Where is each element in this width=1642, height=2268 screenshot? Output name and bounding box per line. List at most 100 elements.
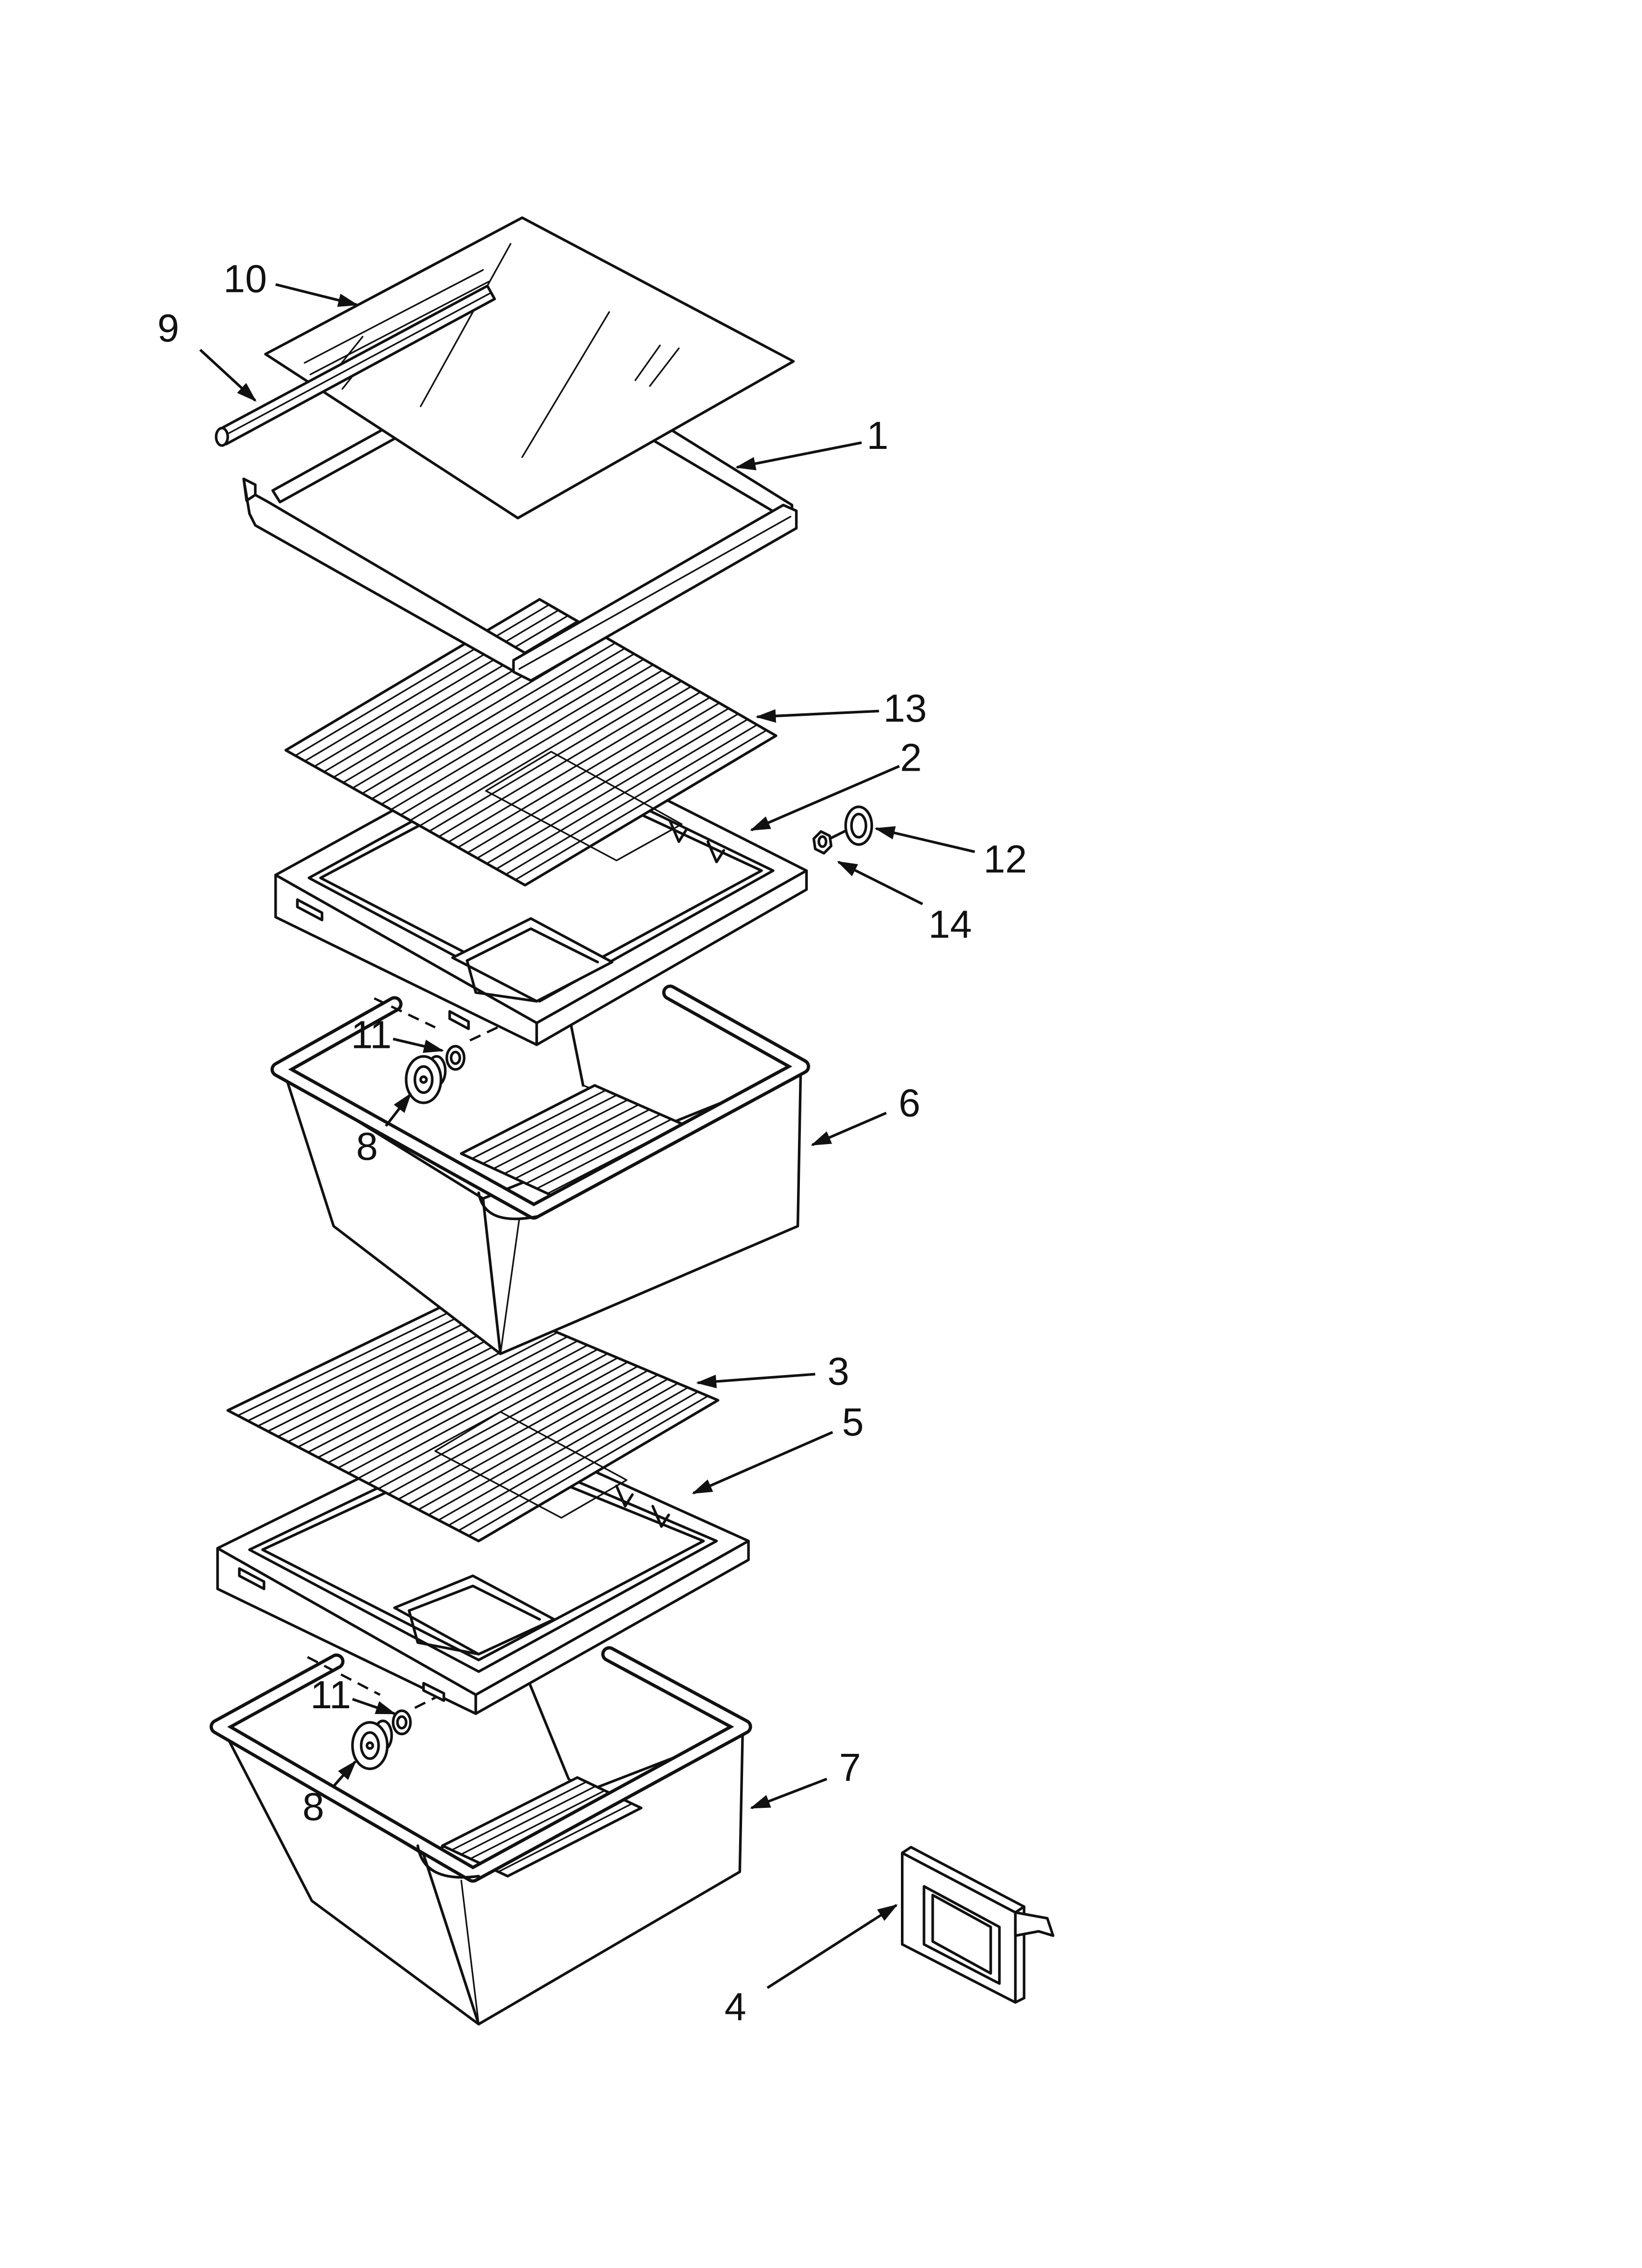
- callout-leaders: [199, 283, 975, 1989]
- drawer-6-ribbed-floor: [460, 1084, 695, 1200]
- callout-12: 12: [983, 837, 1027, 881]
- callout-4: 4: [724, 1985, 746, 2029]
- lattice-strip: [313, 615, 569, 767]
- leader-8-lower: [333, 1760, 357, 1787]
- leader-11-upper: [392, 1038, 444, 1053]
- lattice-strip: [495, 718, 749, 870]
- floor-rib: [492, 1099, 629, 1170]
- part-11-nut-upper: [445, 1044, 466, 1071]
- part-3-lower-shelf-insert: [226, 1293, 719, 1542]
- lattice-strip: [397, 1365, 639, 1500]
- leader-7: [749, 1777, 827, 1809]
- lattice-strip: [367, 1353, 609, 1485]
- lattice-strip: [505, 724, 758, 875]
- leader-11-lower: [352, 1697, 396, 1715]
- lattice-strip: [447, 1386, 689, 1526]
- floor-rib: [451, 1781, 588, 1851]
- cover-5-side-face: [474, 1539, 750, 1715]
- lattice-strip: [327, 1336, 568, 1464]
- callout-9: 9: [157, 306, 179, 350]
- callout-8-lower: 8: [303, 1785, 324, 1828]
- lattice-strip: [294, 604, 550, 756]
- lattice-strip: [371, 648, 626, 800]
- callout-3: 3: [827, 1350, 849, 1393]
- lattice-strip: [437, 1382, 679, 1521]
- lattice-strip: [467, 1395, 709, 1537]
- part-6-upper-crisper-drawer: [270, 931, 810, 1356]
- lattice-strip: [257, 1306, 498, 1427]
- floor-rib: [469, 1790, 606, 1860]
- lattice-strip: [387, 1361, 629, 1495]
- leader-13: [755, 709, 879, 723]
- floor-rib: [503, 1104, 640, 1174]
- leader-6: [811, 1112, 887, 1147]
- part-4-bracket: [900, 1846, 1054, 2004]
- drawer-7-front-panel: [422, 1729, 744, 2026]
- floor-rib: [514, 1109, 650, 1179]
- floor-rib: [497, 1802, 633, 1873]
- callout-10: 10: [223, 257, 267, 300]
- leader-12: [874, 826, 975, 853]
- lattice-strip: [409, 669, 664, 821]
- floor-rib: [536, 1118, 672, 1190]
- callout-labels: 10 9 1 13 2 12 14 11 8 6 3 5 11 8 7 4: [157, 257, 1027, 2028]
- cover-5-pocket: [393, 1574, 556, 1656]
- lattice-strip: [247, 1302, 488, 1422]
- lattice-strip: [267, 1310, 508, 1433]
- lattice-strip: [304, 609, 560, 762]
- lattice-strip: [323, 620, 578, 773]
- leader-1: [735, 441, 862, 470]
- cover-2-pocket: [451, 917, 614, 1003]
- lattice-strip: [419, 675, 673, 827]
- part-11-nut-lower: [391, 1709, 412, 1736]
- drawer-7-handle: [416, 1844, 480, 1879]
- lattice-strip: [237, 1298, 478, 1417]
- lattice-strip: [438, 685, 692, 837]
- callout-11-upper: 11: [351, 1013, 392, 1056]
- floor-rib: [460, 1785, 596, 1855]
- lattice-strip: [381, 653, 635, 805]
- lattice-strip: [458, 1391, 699, 1532]
- lattice-strip: [457, 697, 711, 848]
- lattice-strip: [317, 1331, 559, 1459]
- cover-2-side-face: [535, 869, 808, 1046]
- callout-1: 1: [867, 414, 888, 457]
- floor-rib: [482, 1094, 617, 1165]
- callout-8-upper: 8: [356, 1124, 378, 1168]
- callout-11-lower: 11: [310, 1673, 351, 1717]
- frame-1-left-bracket: [242, 477, 527, 679]
- part-9-trim-strip: [215, 285, 496, 447]
- lattice-strip: [361, 642, 616, 794]
- callout-5: 5: [842, 1400, 864, 1444]
- lattice-strip: [377, 1357, 618, 1490]
- lattice-strip: [428, 680, 683, 832]
- drawer-6-handle: [477, 1191, 541, 1221]
- lattice-strip: [400, 664, 654, 816]
- leader-5: [692, 1431, 833, 1494]
- part-8-roller-lower: [351, 1720, 393, 1771]
- lattice-strip: [476, 707, 730, 859]
- floor-rib: [471, 1089, 607, 1160]
- drawer-6-front-panel: [482, 1069, 802, 1356]
- lattice-strip: [347, 1344, 589, 1474]
- part-8-roller-upper: [405, 1055, 447, 1104]
- leader-4: [767, 1904, 898, 1989]
- part-10-glass-shelf: [264, 216, 795, 520]
- lattice-strip: [357, 1348, 599, 1479]
- lattice-strip: [390, 658, 644, 810]
- leader-2: [749, 765, 900, 832]
- lattice-strip: [417, 1374, 659, 1511]
- callout-7: 7: [839, 1746, 861, 1789]
- leader-10: [275, 283, 359, 307]
- part-12-washer: [844, 805, 873, 846]
- leader-14: [837, 860, 924, 906]
- callout-13: 13: [883, 686, 927, 730]
- callout-6: 6: [898, 1081, 920, 1124]
- lattice-strip: [428, 1378, 669, 1516]
- lattice-strip: [337, 1340, 579, 1469]
- floor-rib: [525, 1113, 662, 1185]
- callout-2: 2: [900, 736, 922, 780]
- callout-14: 14: [928, 903, 972, 946]
- leader-9: [199, 348, 257, 402]
